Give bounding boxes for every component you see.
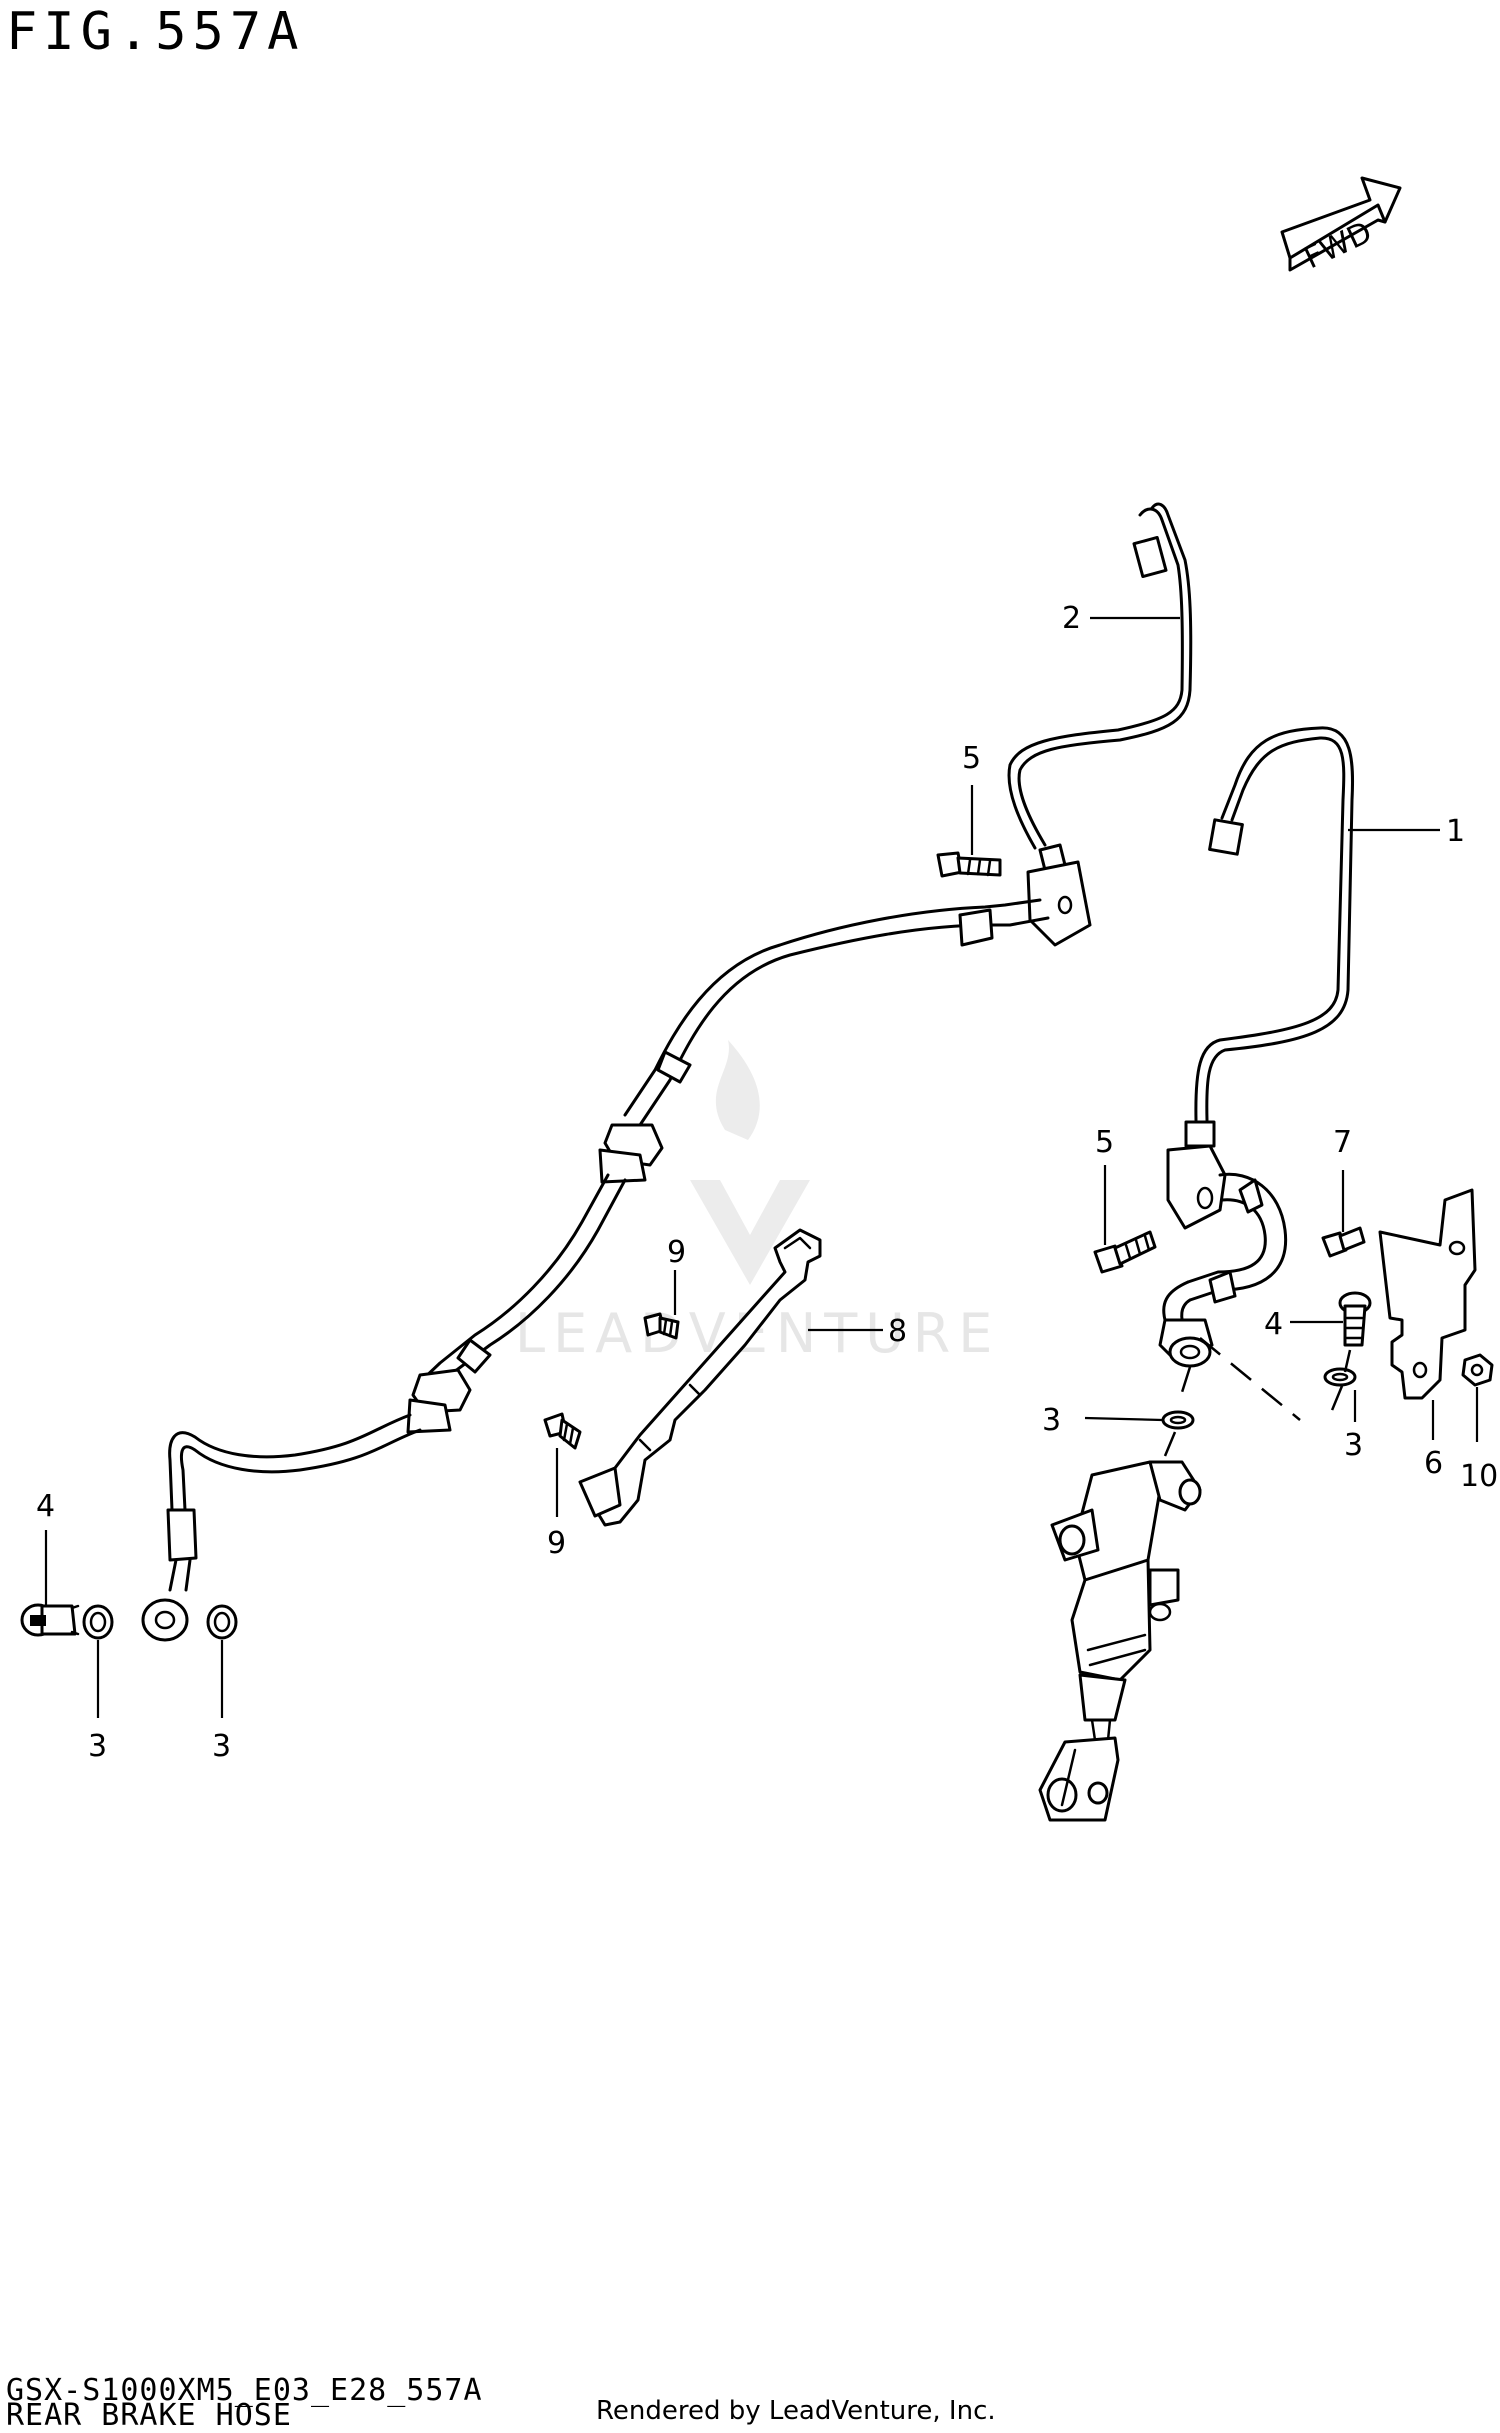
callout-3-left-2: 3 <box>212 1729 231 1764</box>
callout-4-right: 4 <box>1264 1307 1283 1342</box>
callout-4-left: 4 <box>36 1489 55 1524</box>
callout-6: 6 <box>1424 1446 1443 1481</box>
nut <box>1461 1353 1494 1387</box>
callout-8: 8 <box>888 1314 907 1349</box>
callout-2: 2 <box>1062 601 1081 636</box>
callout-9-lower: 9 <box>547 1526 566 1561</box>
callout-3-middle: 3 <box>1042 1403 1061 1438</box>
washer-right-lower <box>1161 1410 1195 1430</box>
rear-master-cylinder <box>1038 1460 1202 1822</box>
callout-7: 7 <box>1333 1125 1352 1160</box>
washer-right-upper <box>1323 1367 1357 1387</box>
callout-3-right: 3 <box>1344 1428 1363 1463</box>
washer-left-1 <box>82 1604 114 1640</box>
render-credit: Rendered by LeadVenture, Inc. <box>596 2396 996 2426</box>
bracket <box>1378 1188 1477 1400</box>
screw-upper <box>643 1312 680 1340</box>
section-name: REAR BRAKE HOSE <box>6 2398 292 2433</box>
callout-1: 1 <box>1446 814 1465 849</box>
figure-title: FIG.557A <box>6 2 305 62</box>
bolt-upper <box>936 851 1002 878</box>
washer-left-2 <box>206 1604 238 1640</box>
banjo-bolt-right <box>1338 1291 1372 1347</box>
bolt-bracket <box>1321 1226 1366 1258</box>
model-code: GSX-S1000XM5_E03_E28_557A <box>6 2373 483 2408</box>
callout-labels: 1 2 5 5 7 4 3 6 10 3 8 9 9 4 3 3 <box>36 601 1498 1764</box>
brake-pipe-right <box>1158 726 1355 1368</box>
callout-3-left-1: 3 <box>88 1729 107 1764</box>
rear-brake-hose-assembly <box>141 502 1193 1642</box>
hose-guard <box>578 1228 822 1527</box>
screw-lower <box>543 1412 582 1450</box>
banjo-bolt-left <box>20 1603 80 1637</box>
leader-lines <box>44 616 1479 1718</box>
callout-10: 10 <box>1460 1459 1498 1494</box>
bolt-lower <box>1093 1230 1157 1274</box>
forward-arrow-icon: FWD <box>1280 176 1402 276</box>
callout-5-upper: 5 <box>962 741 981 776</box>
callout-5-lower: 5 <box>1095 1125 1114 1160</box>
callout-9-upper: 9 <box>667 1235 686 1270</box>
